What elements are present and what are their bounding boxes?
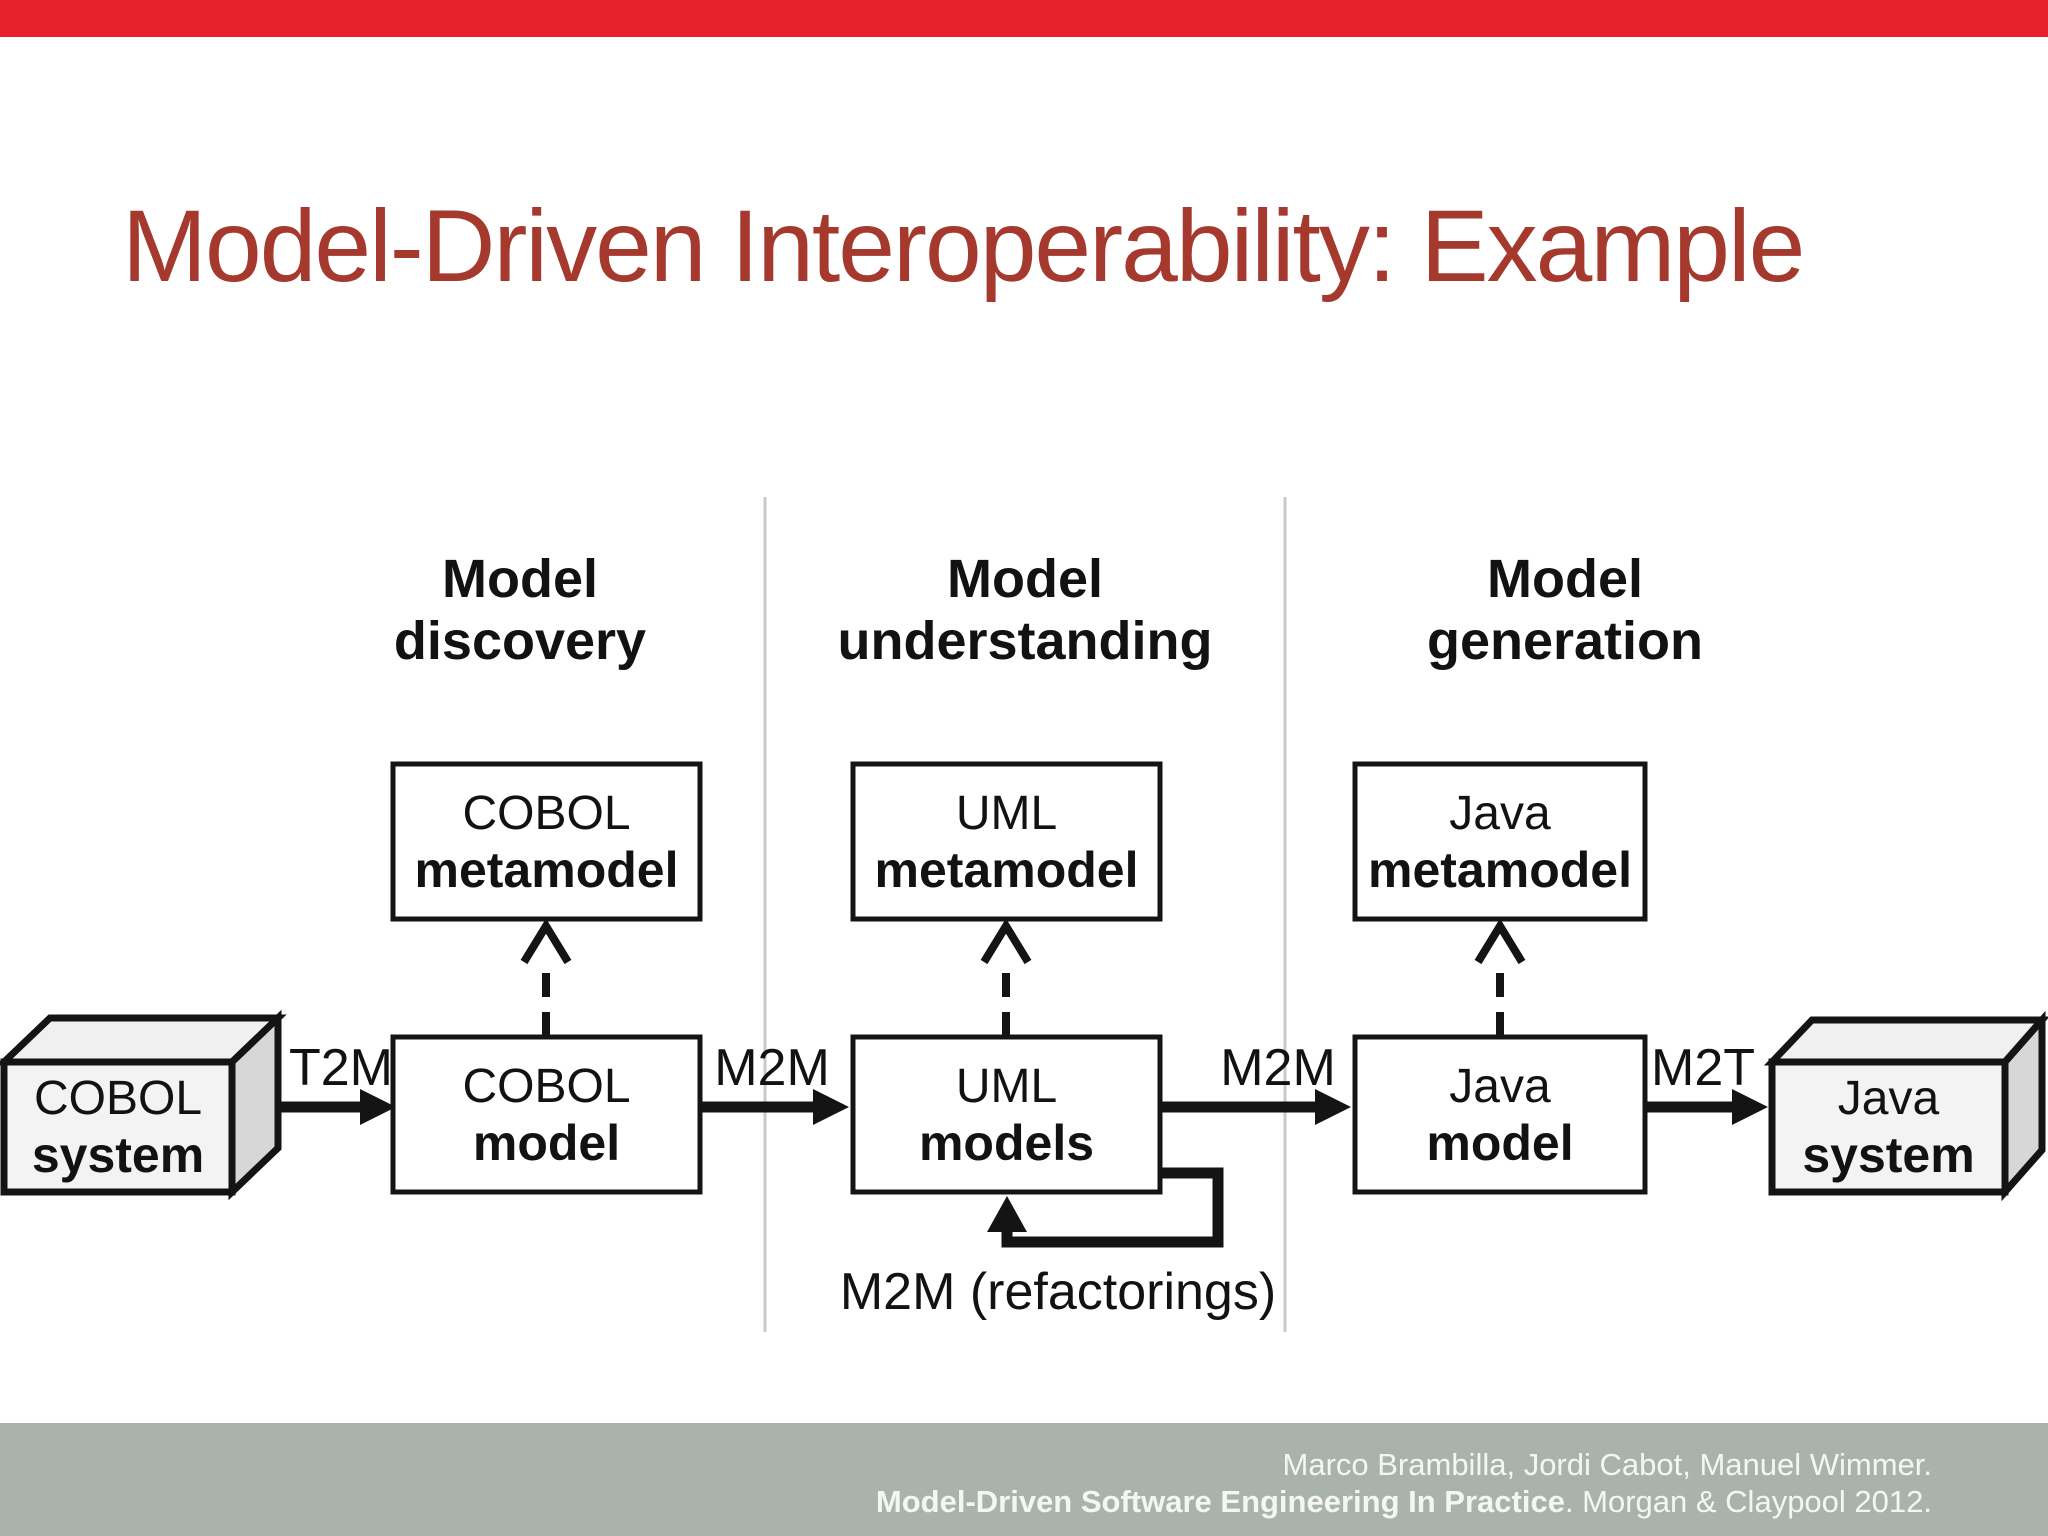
footer-book-line: Model-Driven Software Engineering In Pra… <box>0 1483 1932 1520</box>
phase-discovery-line2: discovery <box>393 611 647 671</box>
phase-label-understanding: Model understanding <box>838 548 1213 672</box>
cobol-metamodel-line2: metamodel <box>414 841 679 898</box>
java-metamodel-line2: metamodel <box>1368 841 1632 898</box>
cobol-model-label: COBOL model <box>393 1037 700 1192</box>
java-model-line2: model <box>1426 1114 1574 1171</box>
conforms-arrow-uml <box>980 918 1032 1036</box>
refactorings-label: M2M (refactorings) <box>839 1263 1277 1321</box>
slide-title: Model-Driven Interoperability: Example <box>122 189 1805 303</box>
java-system-line2: system <box>1802 1127 1975 1183</box>
phase-generation-line1: Model <box>1486 549 1643 609</box>
cobol-system-label: COBOL system <box>4 1062 232 1192</box>
java-model-line1: Java <box>1449 1059 1551 1113</box>
m2m-label-1: M2M <box>714 1039 830 1097</box>
m2m-label-2: M2M <box>1220 1039 1336 1097</box>
phase-generation-line2: generation <box>1426 611 1704 671</box>
java-metamodel-label: Java metamodel <box>1355 764 1645 919</box>
footer-authors: Marco Brambilla, Jordi Cabot, Manuel Wim… <box>1282 1447 1932 1482</box>
uml-models-label: UML models <box>853 1037 1160 1192</box>
java-system-line1: Java <box>1837 1072 1940 1125</box>
footer-bar: Marco Brambilla, Jordi Cabot, Manuel Wim… <box>0 1423 2048 1536</box>
footer-citation: Marco Brambilla, Jordi Cabot, Manuel Wim… <box>0 1446 1932 1520</box>
m2m-arrow-1 <box>700 1089 849 1125</box>
cobol-metamodel-label: COBOL metamodel <box>393 764 700 919</box>
uml-models-line1: UML <box>955 1059 1058 1113</box>
phase-understanding-line1: Model <box>947 549 1103 609</box>
phase-label-discovery: Model discovery <box>394 548 646 672</box>
uml-models-box <box>850 1034 1163 1195</box>
java-model-label: Java model <box>1355 1037 1645 1192</box>
phase-label-generation: Model generation <box>1427 548 1703 672</box>
conforms-arrow-cobol <box>520 918 572 1036</box>
java-metamodel-line1: Java <box>1449 786 1551 840</box>
java-model-box <box>1352 1034 1648 1195</box>
t2m-label: T2M <box>289 1039 393 1097</box>
m2t-arrow <box>1645 1089 1768 1125</box>
cobol-metamodel-box <box>390 761 703 922</box>
cobol-model-line1: COBOL <box>462 1059 631 1113</box>
refactoring-loop-arrow <box>987 1167 1224 1248</box>
cobol-model-box <box>390 1034 703 1195</box>
footer-book-title: Model-Driven Software Engineering In Pra… <box>875 1484 1565 1519</box>
phase-discovery-line1: Model <box>442 549 598 609</box>
java-system-box <box>1763 1010 2048 1202</box>
m2m-arrow-2 <box>1160 1089 1351 1125</box>
footer-book-rest: . Morgan & Claypool 2012. <box>1564 1484 1932 1519</box>
uml-metamodel-label: UML metamodel <box>853 764 1160 919</box>
uml-metamodel-line1: UML <box>955 786 1058 840</box>
uml-models-line2: models <box>918 1114 1095 1171</box>
uml-metamodel-box <box>850 761 1163 922</box>
top-red-bar <box>0 0 2048 37</box>
conforms-arrow-java <box>1474 918 1526 1036</box>
cobol-system-line1: COBOL <box>33 1072 203 1125</box>
cobol-system-box <box>0 1009 287 1201</box>
m2t-label: M2T <box>1651 1039 1755 1097</box>
phase-understanding-line2: understanding <box>837 611 1213 671</box>
uml-metamodel-line2: metamodel <box>874 841 1139 898</box>
t2m-arrow <box>276 1089 396 1125</box>
java-metamodel-box <box>1352 761 1648 922</box>
cobol-model-line2: model <box>472 1114 621 1171</box>
java-system-label: Java system <box>1772 1062 2005 1192</box>
cobol-metamodel-line1: COBOL <box>462 786 631 840</box>
cobol-system-line2: system <box>31 1127 205 1183</box>
